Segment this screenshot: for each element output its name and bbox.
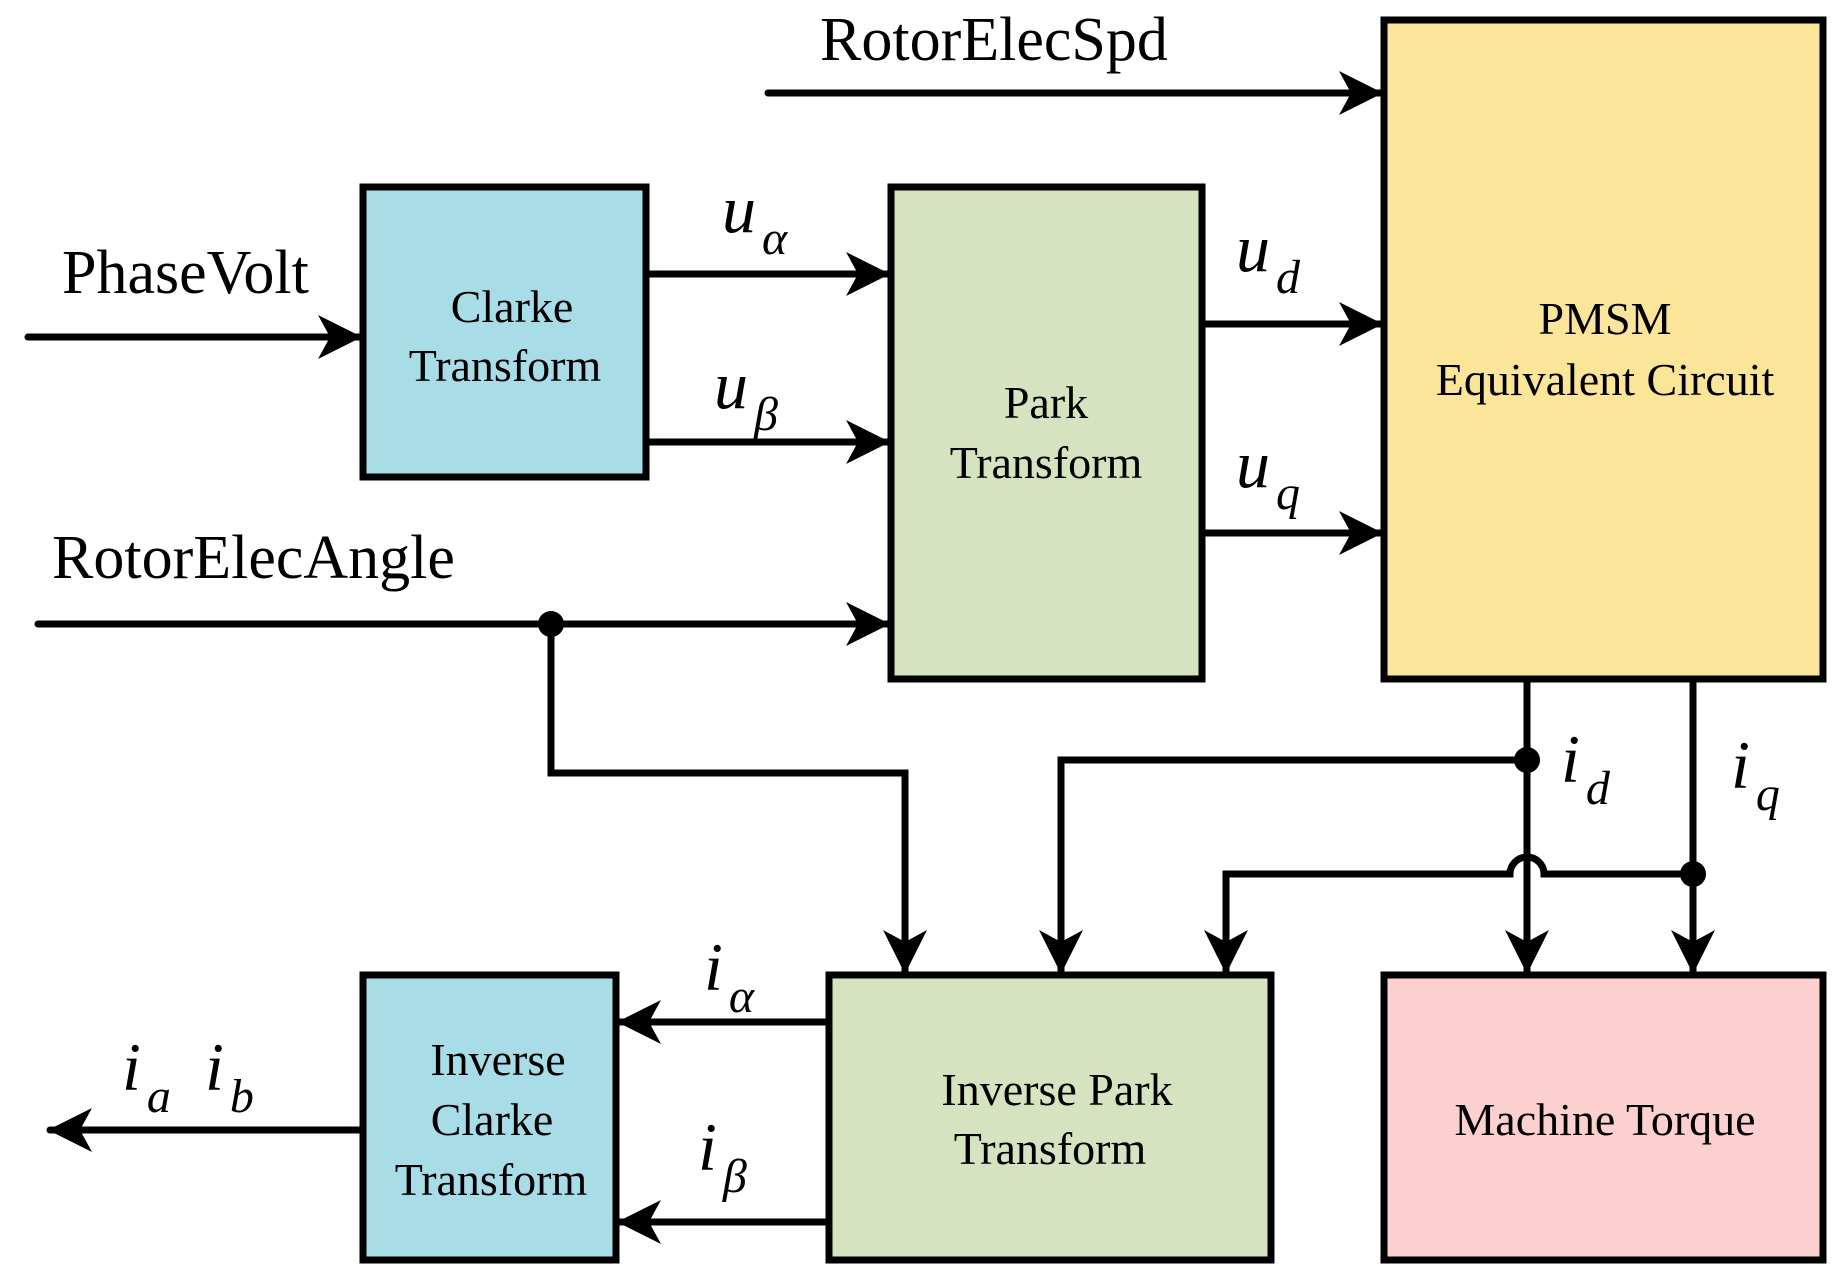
park-label-line2: Transform bbox=[950, 437, 1143, 488]
rotor-angle-to-inverse-park-wire bbox=[547, 620, 927, 976]
pmsm-label-line2: Equivalent Circuit bbox=[1436, 354, 1775, 405]
clarke-label-line1: Clarke bbox=[451, 281, 574, 332]
inverse-park-label-line1: Inverse Park bbox=[941, 1064, 1172, 1115]
machine-torque-box bbox=[1380, 971, 1827, 1264]
inverse-park-transform-box bbox=[825, 971, 1275, 1264]
park-transform-block[interactable]: Park Transform bbox=[887, 183, 1206, 683]
pmsm-label-line1: PMSM bbox=[1539, 293, 1672, 344]
inverse-clarke-label-line3: Transform bbox=[395, 1154, 588, 1205]
phase-volt-label: PhaseVolt bbox=[62, 239, 309, 307]
inverse-park-label-line2: Transform bbox=[954, 1123, 1147, 1174]
clarke-transform-box bbox=[359, 183, 650, 481]
inverse-park-transform-block[interactable]: Inverse Park Transform bbox=[825, 971, 1275, 1264]
inverse-clarke-label-line1: Inverse bbox=[430, 1034, 565, 1085]
i-d-junction-dot bbox=[1514, 747, 1540, 773]
pmsm-equivalent-circuit-block[interactable]: PMSM Equivalent Circuit bbox=[1380, 16, 1827, 683]
rotor-elec-spd-label: RotorElecSpd bbox=[820, 6, 1168, 74]
rotor-elec-angle-label: RotorElecAngle bbox=[52, 524, 455, 592]
i-q-to-inverse-park-wire bbox=[1204, 853, 1697, 976]
i-q-junction-dot bbox=[1680, 861, 1706, 887]
inverse-clarke-transform-block[interactable]: Inverse Clarke Transform bbox=[359, 971, 620, 1264]
inverse-clarke-transform-box bbox=[359, 971, 620, 1264]
pmsm-equivalent-circuit-box bbox=[1380, 16, 1827, 683]
inverse-clarke-label-line2: Clarke bbox=[431, 1094, 554, 1145]
machine-torque-block[interactable]: Machine Torque bbox=[1380, 971, 1827, 1264]
park-label-line1: Park bbox=[1004, 377, 1088, 428]
i-d-to-inverse-park-wire bbox=[1039, 756, 1531, 976]
rotor-angle-junction-dot bbox=[538, 611, 564, 637]
clarke-label-line2: Transform bbox=[409, 340, 602, 391]
park-transform-box bbox=[887, 183, 1206, 683]
clarke-transform-block[interactable]: Clarke Transform bbox=[359, 183, 650, 481]
machine-torque-label: Machine Torque bbox=[1454, 1094, 1755, 1145]
